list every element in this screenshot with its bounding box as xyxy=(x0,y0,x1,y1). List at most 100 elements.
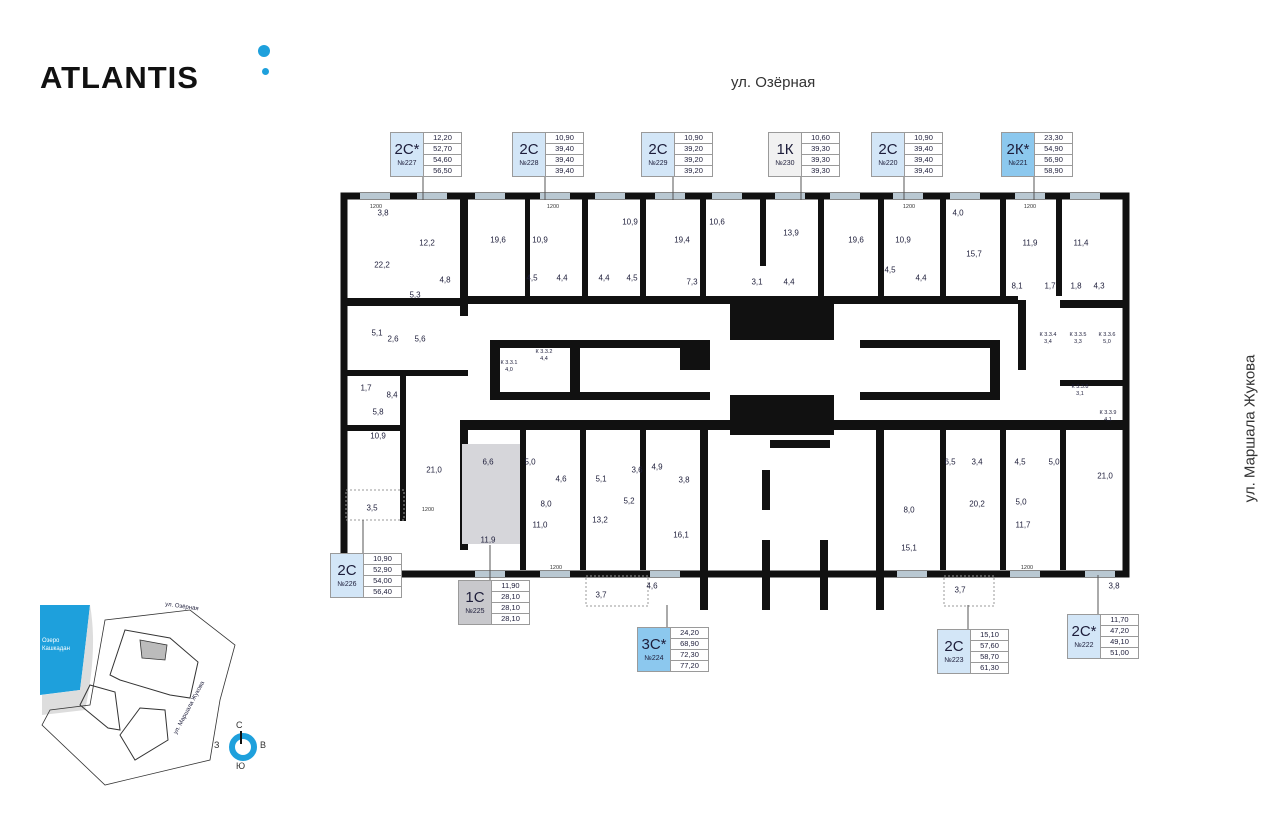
apartment-type: 2К* xyxy=(1006,141,1030,158)
room-area-label: 4,9 xyxy=(651,462,663,472)
room-area-label: 1,8 xyxy=(1070,281,1082,291)
apartment-area: 57,60 xyxy=(971,641,1008,652)
apartment-area: 11,90 xyxy=(492,581,529,592)
room-area-label: 8,0 xyxy=(540,499,552,509)
storage-code: К 3.3.2 xyxy=(535,349,553,355)
apartment-area: 12,20 xyxy=(424,133,461,144)
room-area-label: 1,7 xyxy=(1044,281,1056,291)
apartment-number: №228 xyxy=(519,160,539,167)
room-area-label: 3,8 xyxy=(377,208,389,218)
apartment-area: 39,40 xyxy=(546,144,583,155)
storage-area: 3,4 xyxy=(1044,339,1052,345)
storage-code: К 3.3.8 xyxy=(1071,384,1089,390)
window-width-label: 1200 xyxy=(421,507,435,513)
compass-north: С xyxy=(236,720,243,730)
room-area-label: 5,6 xyxy=(414,334,426,344)
room-area-label: 11,9 xyxy=(480,535,496,545)
apartment-area: 47,20 xyxy=(1101,626,1138,637)
street-top-label: ул. Озёрная xyxy=(731,74,816,91)
apartment-area: 39,30 xyxy=(811,166,830,175)
room-area-label: 4,4 xyxy=(556,273,568,283)
room-area-label: 8,0 xyxy=(903,505,915,515)
compass-west: З xyxy=(214,740,220,750)
window-width-label: 1200 xyxy=(549,565,563,571)
window-width-label: 1200 xyxy=(369,204,383,210)
apartment-area: 15,10 xyxy=(971,630,1008,641)
apartment-area: 39,20 xyxy=(675,144,712,155)
room-area-label: 21,0 xyxy=(1097,471,1113,481)
room-area-label: 4,8 xyxy=(439,275,451,285)
apartment-label: 2С №229 xyxy=(642,133,675,176)
apartment-area: 54,60 xyxy=(424,155,461,166)
apartment-area: 51,00 xyxy=(1110,648,1129,657)
apartment-area: 52,70 xyxy=(424,144,461,155)
apartment-number: №222 xyxy=(1074,642,1094,649)
apartment-type: 2С xyxy=(337,562,357,579)
apartment-type: 2С xyxy=(944,638,964,655)
room-area-label: 3,5 xyxy=(366,503,378,513)
apartment-area: 28,10 xyxy=(501,614,520,623)
room-area-label: 10,9 xyxy=(532,235,548,245)
apartment-type: 2С xyxy=(648,141,668,158)
apartment-area: 39,40 xyxy=(905,155,942,166)
apartment-type: 3С* xyxy=(641,636,667,653)
room-area-label: 4,5 xyxy=(1014,457,1026,467)
lake-shape xyxy=(40,605,90,695)
apartment-area: 28,10 xyxy=(492,603,529,614)
window-width-label: 1200 xyxy=(902,204,916,210)
apartment-number: №230 xyxy=(775,160,795,167)
apartment-area: 10,90 xyxy=(905,133,942,144)
room-area-label: 5,0 xyxy=(524,457,536,467)
room-area-label: 10,9 xyxy=(370,431,386,441)
room-area-label: 3,8 xyxy=(1108,581,1120,591)
window-width-label: 1200 xyxy=(546,204,560,210)
apartment-area: 39,20 xyxy=(684,166,703,175)
apartment-label: 3С* №224 xyxy=(638,628,671,671)
apartment-area: 24,20 xyxy=(671,628,708,639)
apartment-area: 68,90 xyxy=(671,639,708,650)
apartment-label: 2С №226 xyxy=(331,554,364,597)
storage-area: 3,1 xyxy=(1076,391,1084,397)
room-area-label: 5,1 xyxy=(371,328,383,338)
apartment-label: 2С №228 xyxy=(513,133,546,176)
compass-south: Ю xyxy=(236,761,246,771)
apartment-area: 49,10 xyxy=(1101,637,1138,648)
storage-code: К 3.3.4 xyxy=(1039,332,1057,338)
apartment-label: 1С №225 xyxy=(459,581,492,624)
apartment-area: 28,10 xyxy=(492,592,529,603)
room-area-label: 3,7 xyxy=(595,590,607,600)
apartment-number: №227 xyxy=(397,160,417,167)
room-area-label: 4,4 xyxy=(783,277,795,287)
room-area-label: 13,2 xyxy=(592,515,608,525)
apartment-area: 56,50 xyxy=(433,166,452,175)
storage-code: К 3.3.1 xyxy=(500,360,518,366)
window-width-label: 1200 xyxy=(1023,204,1037,210)
room-area-label: 15,7 xyxy=(966,249,982,259)
apartment-area: 72,30 xyxy=(671,650,708,661)
storage-area: 3,3 xyxy=(1074,339,1082,345)
storage-area: 4,4 xyxy=(540,356,548,362)
room-area-label: 16,1 xyxy=(673,530,689,540)
highlighted-apartment-225 xyxy=(462,444,520,544)
apartment-area: 10,90 xyxy=(546,133,583,144)
apartment-type: 2С xyxy=(519,141,539,158)
room-area-label: 4,4 xyxy=(915,273,927,283)
storage-code: К 3.3.6 xyxy=(1098,332,1116,338)
apartment-label: 1К №230 xyxy=(769,133,802,176)
room-area-label: 3,6 xyxy=(631,465,643,475)
room-area-label: 3,4 xyxy=(971,457,983,467)
